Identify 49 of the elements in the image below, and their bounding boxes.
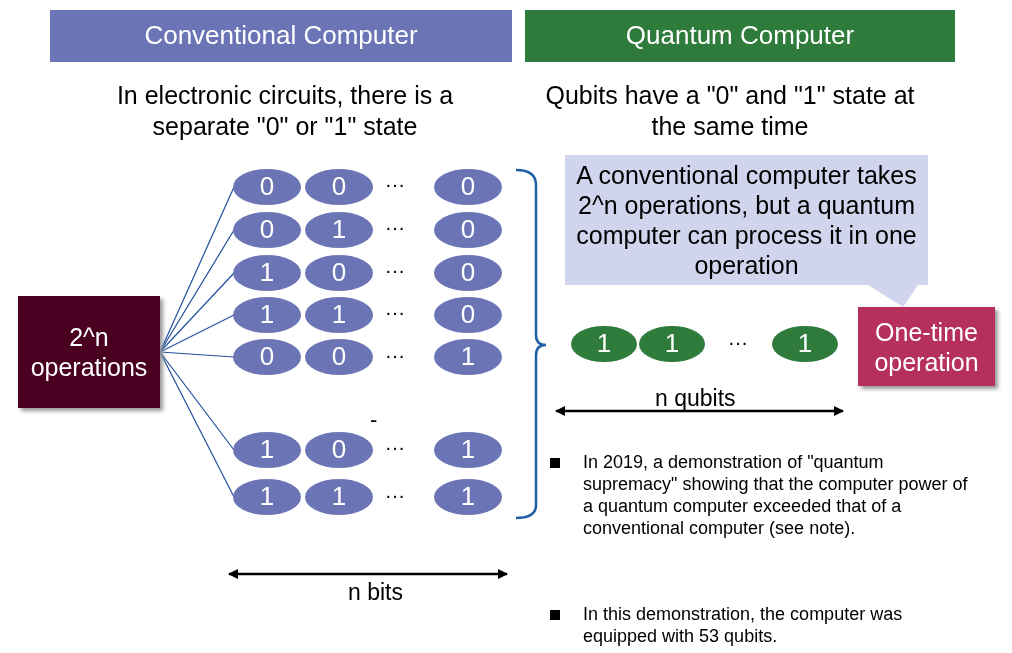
- operation-box: One-time operation: [858, 307, 995, 386]
- bit-ellipse: 1: [305, 212, 373, 248]
- bit-ellipse: 0: [434, 297, 502, 333]
- bit-ellipse: 1: [233, 432, 301, 468]
- operations-box: 2^n operations: [18, 296, 160, 408]
- bit-ellipse: 1: [233, 255, 301, 291]
- qubit-ellipse: 1: [772, 326, 838, 362]
- ellipsis-text: ···: [385, 258, 405, 283]
- bit-ellipse: 0: [305, 432, 373, 468]
- bit-ellipse: 1: [305, 297, 373, 333]
- leader-line: [159, 351, 235, 451]
- header-band: Conventional Computer: [50, 10, 512, 62]
- bit-ellipse: 0: [233, 339, 301, 375]
- callout-tail: [868, 285, 918, 307]
- qubit-ellipse: 1: [639, 326, 705, 362]
- subtitle-text: Qubits have a "0" and "1" state at the same time: [545, 80, 915, 141]
- bit-ellipse: 1: [434, 339, 502, 375]
- ellipsis-text: ···: [385, 215, 405, 240]
- note-text: In this demonstration, the computer was equipped with 53 qubits.: [583, 604, 904, 648]
- note-text: In 2019, a demonstration of "quantum supremacy" showing that the computer power of a quantum computer exceeded that of a conventional computer (see note).: [583, 452, 968, 540]
- leader-line: [159, 272, 235, 353]
- bit-ellipse: 0: [434, 212, 502, 248]
- ellipsis-text: ···: [728, 330, 748, 355]
- subtitle-text: In electronic circuits, there is a separate "0" or "1" state: [115, 80, 455, 141]
- dimension-label: n qubits: [655, 384, 736, 413]
- bit-ellipse: 0: [233, 169, 301, 205]
- header-band: Quantum Computer: [525, 10, 955, 62]
- leader-line: [159, 351, 235, 358]
- bit-ellipse: 1: [233, 479, 301, 515]
- qubit-ellipse: 1: [571, 326, 637, 362]
- bit-ellipse: 1: [434, 479, 502, 515]
- bit-ellipse: 0: [233, 212, 301, 248]
- callout-box: A conventional computer takes 2^n operations, but a quantum computer can process it in one operation: [565, 155, 928, 285]
- dash-text: -: [370, 407, 378, 434]
- bit-ellipse: 0: [305, 169, 373, 205]
- leader-line: [159, 314, 235, 353]
- ellipsis-text: ···: [385, 435, 405, 460]
- bit-ellipse: 1: [434, 432, 502, 468]
- bit-ellipse: 0: [434, 255, 502, 291]
- bit-ellipse: 0: [305, 339, 373, 375]
- ellipsis-text: ···: [385, 483, 405, 508]
- bit-ellipse: 0: [434, 169, 502, 205]
- ellipsis-text: ···: [385, 172, 405, 197]
- bit-ellipse: 0: [305, 255, 373, 291]
- ellipsis-text: ···: [385, 300, 405, 325]
- ellipsis-text: ···: [385, 343, 405, 368]
- dimension-label: n bits: [348, 578, 403, 607]
- bit-ellipse: 1: [233, 297, 301, 333]
- bit-ellipse: 1: [305, 479, 373, 515]
